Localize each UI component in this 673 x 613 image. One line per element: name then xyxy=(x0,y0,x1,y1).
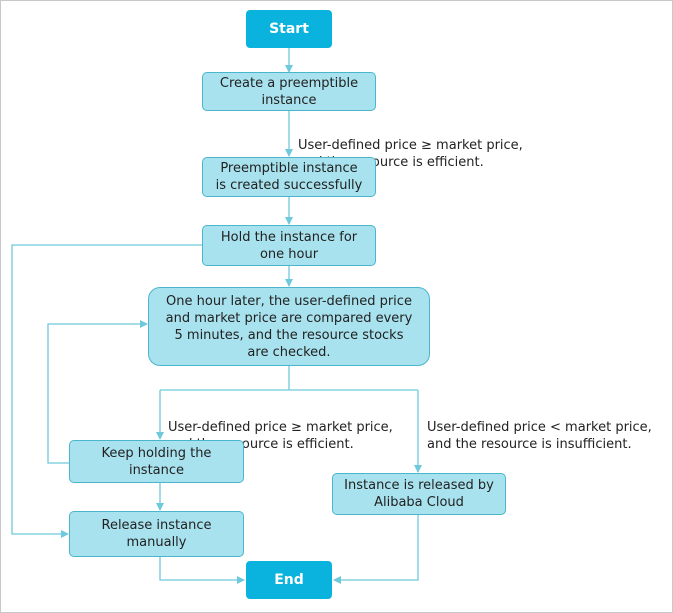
condition-release-branch: User-defined price < market price, and t… xyxy=(427,420,652,452)
arrow-keep-loop-to-compare xyxy=(47,320,148,464)
release-manually-label: Release instance manually xyxy=(101,518,212,550)
keep-holding-label: Keep holding the instance xyxy=(101,445,212,478)
start-label: Start xyxy=(269,20,309,37)
hold-instance-node: Hold the instance for one hour xyxy=(202,225,376,266)
arrow-released-to-end xyxy=(333,515,419,584)
end-label: End xyxy=(274,571,304,588)
hold-instance-label: Hold the instance for one hour xyxy=(220,229,358,262)
release-manually-node: Release instance manually xyxy=(69,511,244,557)
compare-price-node: One hour later, the user-defined price a… xyxy=(148,287,430,366)
instance-created-node: Preemptible instance is created successf… xyxy=(202,157,376,197)
create-instance-node: Create a preemptible instance xyxy=(202,72,376,111)
end-node: End xyxy=(246,561,332,599)
arrow-release-to-end xyxy=(159,557,245,584)
start-node: Start xyxy=(246,10,332,48)
released-by-cloud-label: Instance is released by Alibaba Cloud xyxy=(344,478,494,510)
instance-created-label: Preemptible instance is created successf… xyxy=(215,161,363,193)
arrow-hold-to-release xyxy=(11,244,202,538)
create-instance-label: Create a preemptible instance xyxy=(219,75,359,108)
keep-holding-node: Keep holding the instance xyxy=(69,440,244,483)
released-by-cloud-node: Instance is released by Alibaba Cloud xyxy=(332,473,506,515)
compare-price-label: One hour later, the user-defined price a… xyxy=(165,293,413,360)
